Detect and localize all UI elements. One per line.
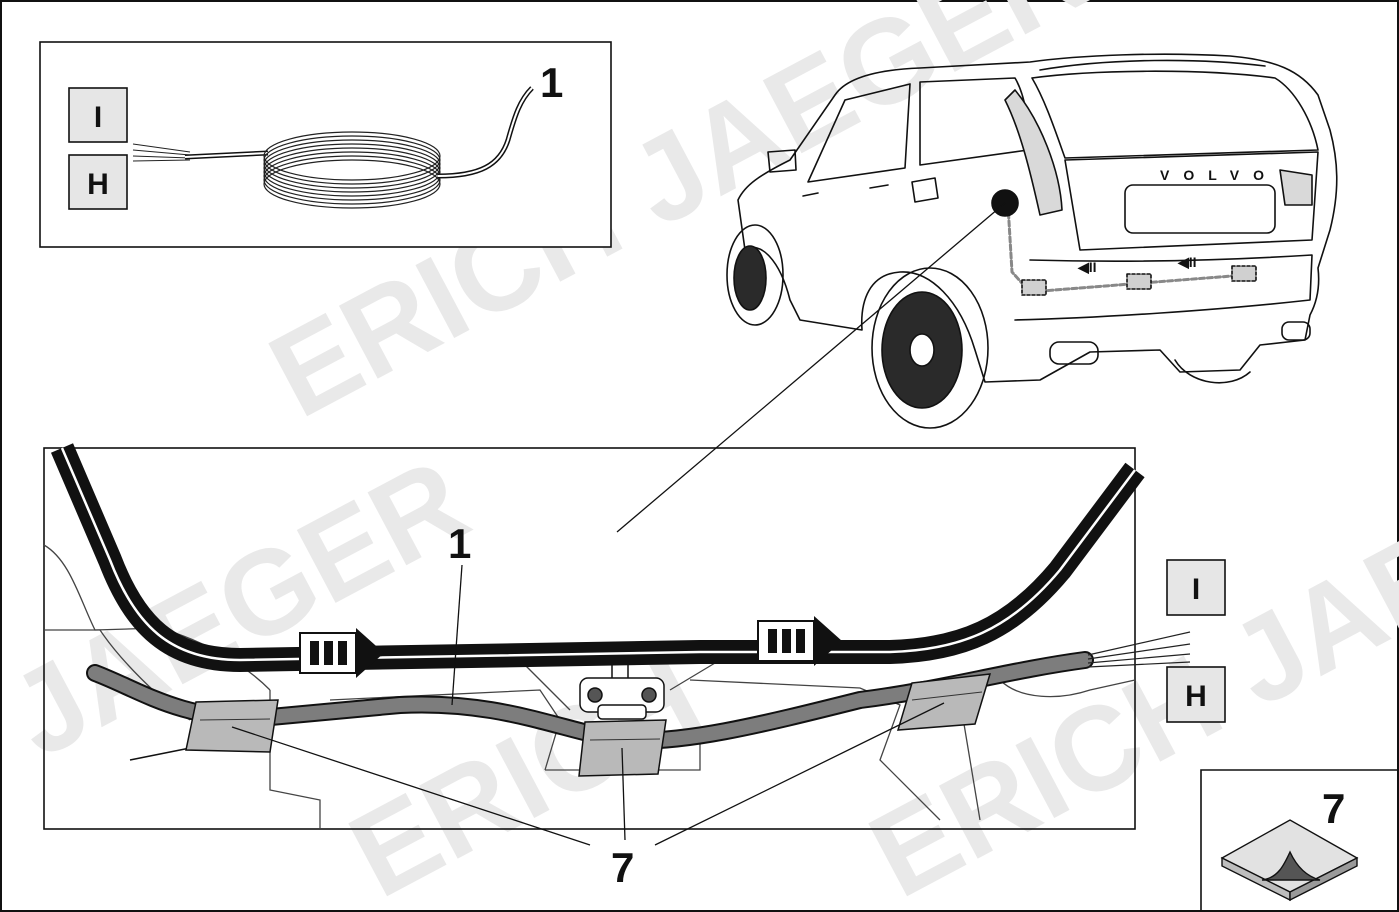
direction-arrow-1 — [299, 628, 384, 678]
tail-light — [1004, 89, 1063, 216]
roof-spoiler — [1039, 59, 1266, 71]
fuel-door — [911, 177, 939, 203]
leader-cable-main — [451, 564, 463, 706]
door-handle-front — [802, 192, 819, 197]
direction-arrow-car-2: ◀II — [1177, 254, 1197, 270]
callout-cable-main: 1 — [448, 520, 471, 567]
side-window-front — [807, 83, 911, 183]
tail-light-right — [1279, 169, 1313, 206]
car-rear-view: VOLVO ◀II ◀II — [726, 53, 1338, 429]
exhaust-right — [1281, 321, 1311, 341]
cable-lead-right-inner — [437, 87, 533, 177]
side-mirror — [767, 149, 797, 173]
tailgate — [1064, 151, 1319, 251]
detail-view-frame — [43, 447, 1136, 830]
rear-window — [1031, 70, 1319, 159]
detail-view: 1 — [43, 443, 1191, 830]
callout-tape-inset: 7 — [1322, 785, 1345, 832]
connector-label-i-right-text: I — [1192, 573, 1200, 606]
direction-arrow-2 — [757, 616, 842, 666]
tailgate-latch — [579, 654, 665, 720]
far-rear-wheel — [1174, 359, 1251, 384]
direction-arrow-car-1: ◀II — [1077, 259, 1097, 275]
tape-patch-right — [896, 673, 992, 731]
car-badge: VOLVO — [1160, 167, 1278, 183]
rear-wheel — [871, 267, 989, 429]
leaders-tape — [231, 702, 945, 846]
tape-marker-1 — [1021, 279, 1047, 296]
cable-coil — [263, 131, 441, 209]
connector-label-i-right: I — [1166, 559, 1226, 616]
cable-coil-inset: I H 1 — [39, 41, 612, 248]
wire-ends — [132, 143, 191, 162]
tape-marker-3 — [1231, 265, 1257, 282]
door-handle-rear — [869, 184, 889, 189]
connector-label-h-top-text: H — [87, 168, 109, 201]
license-plate-recess — [1124, 184, 1276, 234]
wire-ends-right — [1087, 631, 1191, 668]
tape-patch-left — [185, 699, 279, 753]
connector-label-h-right: H — [1166, 666, 1226, 723]
rear-bumper — [1014, 254, 1313, 321]
connector-label-i-top: I — [68, 87, 128, 143]
connector-label-h-right-text: H — [1185, 680, 1207, 713]
detail-leader-line — [616, 202, 1006, 533]
car-body-outline — [737, 53, 1338, 383]
connector-label-h-top: H — [68, 154, 128, 210]
callout-tape-main: 7 — [611, 844, 634, 891]
tape-pad-icon — [1220, 819, 1359, 902]
exhaust-left — [1049, 341, 1099, 365]
tape-marker-2 — [1126, 273, 1152, 290]
connector-label-i-top-text: I — [94, 101, 102, 134]
cable-end-left — [129, 747, 191, 761]
tape-pad-inset: 7 — [1200, 769, 1399, 911]
callout-cable-top: 1 — [540, 59, 563, 106]
tape-inset-frame — [1200, 769, 1399, 911]
cable-lead-left-inner — [184, 152, 269, 158]
front-wheel — [726, 224, 784, 326]
